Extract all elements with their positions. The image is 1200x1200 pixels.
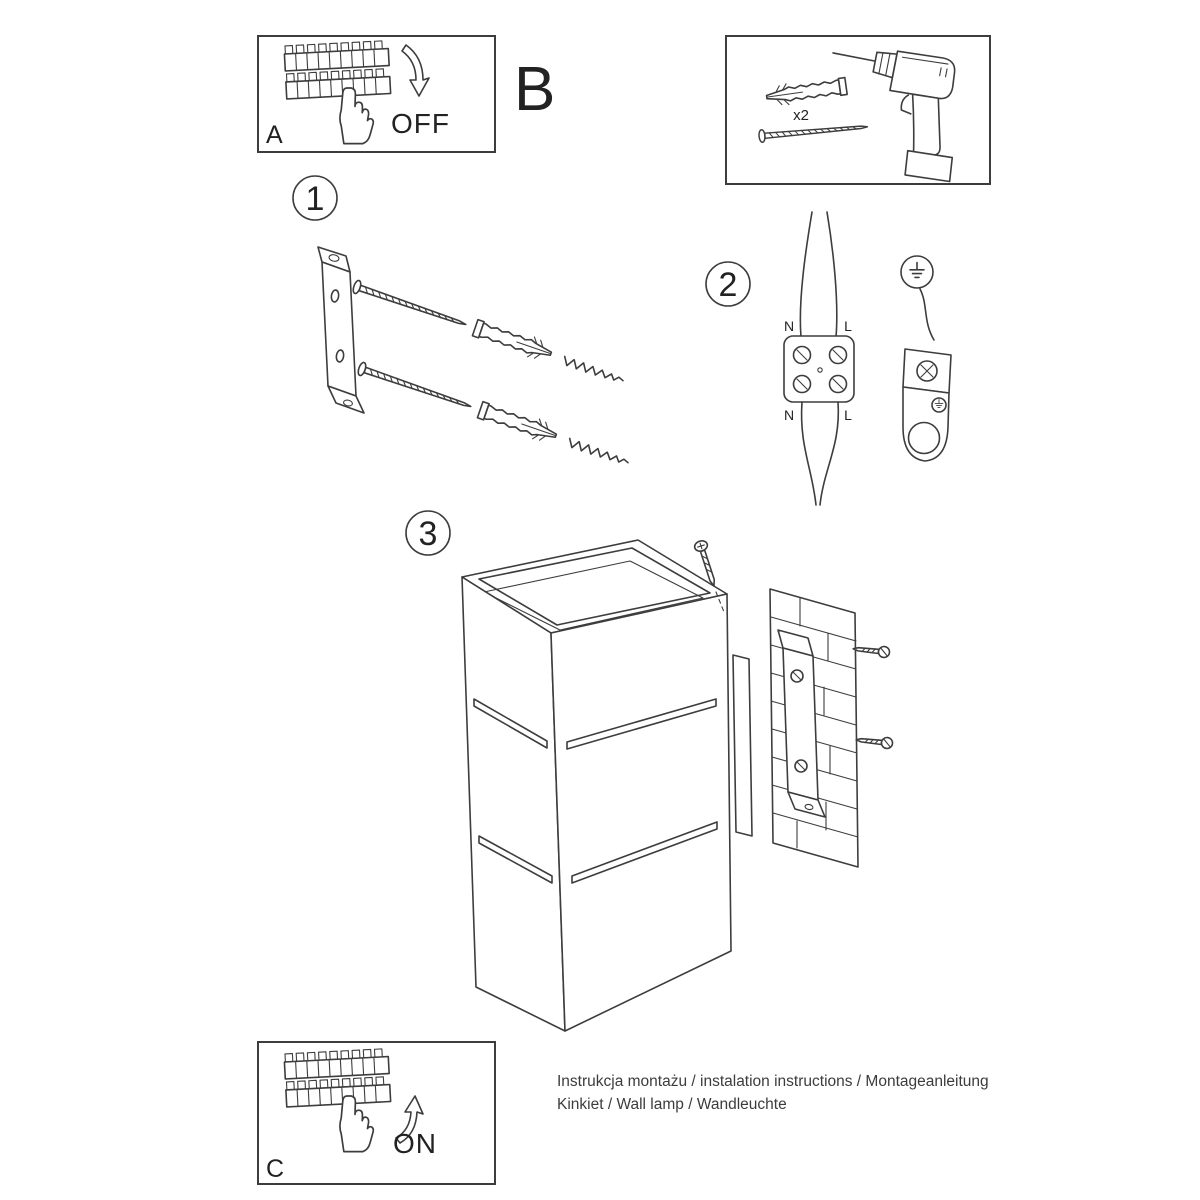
supply-wires-icon — [799, 211, 838, 338]
step3-section: 3 — [405, 510, 894, 1032]
ground-wire-icon — [919, 288, 935, 341]
step1-number: 1 — [306, 180, 325, 218]
wall-plug-icon — [764, 74, 849, 109]
breaker-off-panel: A OFF — [257, 35, 496, 153]
ground-symbol-icon — [900, 255, 934, 289]
hand-icon — [339, 87, 375, 145]
side-screw-icon — [851, 642, 891, 659]
screw-anchor-assembly-1 — [350, 278, 626, 386]
terminal-screw-icon — [828, 345, 848, 365]
breaker-panel-icon — [284, 41, 391, 99]
arrow-down-icon — [401, 44, 430, 97]
terminal-screw-icon — [792, 374, 812, 394]
step1-marker — [292, 175, 338, 221]
lamp-slot — [473, 698, 548, 749]
mount-screw-icon — [693, 540, 716, 587]
drill-icon — [832, 50, 956, 183]
footer: Instrukcja montażu / instalation instruc… — [557, 1073, 989, 1113]
panel-c-frame — [257, 1041, 496, 1185]
panel-a-label: A — [266, 121, 283, 149]
terminal-label-n-bottom: N — [784, 407, 794, 423]
panel-c-label: C — [266, 1155, 284, 1183]
step2-section: 2 N L N L — [705, 211, 952, 506]
side-screw-icon — [854, 733, 894, 750]
footer-line2: Kinkiet / Wall lamp / Wandleuchte — [557, 1096, 787, 1113]
lamp-wires-icon — [800, 401, 840, 506]
breaker-panel-icon — [284, 1049, 391, 1107]
terminal-label-l-bottom: L — [844, 407, 852, 423]
step2-number: 2 — [719, 266, 738, 304]
screw-thread-icon — [561, 355, 626, 386]
footer-line1: Instrukcja montażu / instalation instruc… — [557, 1073, 989, 1090]
lamp-slot — [566, 698, 717, 750]
wall-bracket-icon — [777, 629, 826, 818]
on-text: ON — [393, 1128, 437, 1159]
screw-thread-icon — [566, 437, 631, 468]
mounting-bracket-icon — [317, 246, 365, 414]
alignment-guide-line — [715, 591, 725, 613]
off-text: OFF — [391, 108, 450, 139]
terminal-label-n-top: N — [784, 318, 794, 334]
breaker-on-panel: C ON — [257, 1041, 496, 1185]
terminal-block-icon — [783, 335, 855, 403]
arrow-up-icon — [395, 1095, 424, 1144]
lamp-slot — [478, 835, 553, 884]
section-b-label: B — [514, 55, 555, 124]
screw-icon — [757, 119, 869, 144]
ground-connector-icon — [902, 348, 952, 462]
tools-panel: B x2 — [514, 35, 991, 185]
panel-b-frame — [725, 35, 991, 185]
ground-assembly — [900, 255, 952, 462]
terminal-label-l-top: L — [844, 318, 852, 334]
step3-marker — [405, 510, 451, 556]
hand-icon — [339, 1095, 375, 1153]
lamp-slot — [571, 821, 718, 884]
step1-section: 1 — [292, 175, 631, 468]
lamp-body-icon — [461, 539, 732, 1032]
screw-anchor-assembly-2 — [355, 360, 631, 468]
step3-number: 3 — [419, 515, 438, 553]
terminal-screw-icon — [828, 374, 848, 394]
step2-marker — [705, 261, 751, 307]
panel-a-frame — [257, 35, 496, 153]
screw-icon — [350, 278, 469, 332]
plug-quantity: x2 — [793, 107, 809, 124]
screw-icon — [355, 360, 474, 414]
lamp-back-strip — [732, 654, 753, 837]
earth-glyph-icon — [909, 261, 925, 279]
wall-plug-icon — [470, 316, 556, 365]
wall-plug-icon — [475, 398, 561, 447]
terminal-screw-icon — [792, 345, 812, 365]
